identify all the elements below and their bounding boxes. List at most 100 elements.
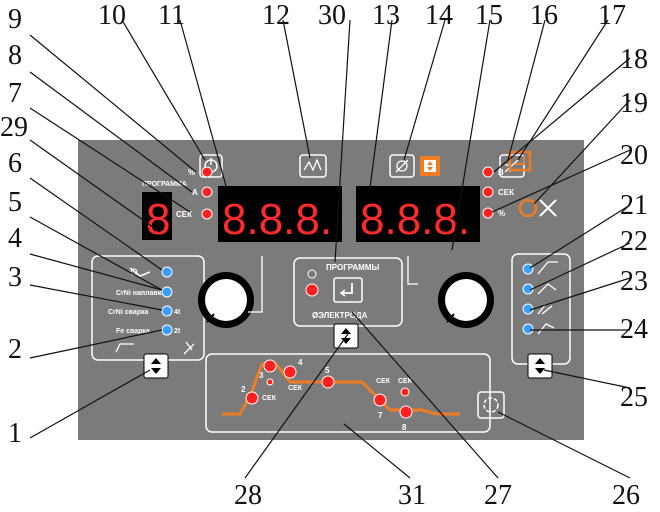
mode-crni-welding: CrNi сварка — [108, 309, 149, 316]
unit-percent-right: % — [498, 209, 505, 218]
callout-1: 1 — [8, 418, 22, 449]
led-mode-1 — [161, 266, 173, 278]
callout-6: 6 — [8, 148, 22, 179]
right-control-knob[interactable] — [438, 272, 494, 328]
trigger-2t: 2t — [174, 328, 181, 335]
led-right-4 — [522, 323, 534, 335]
callout-21: 21 — [620, 190, 648, 221]
trigger-shape-icon — [115, 343, 134, 353]
led-programs — [305, 283, 319, 297]
callout-5: 5 — [8, 187, 22, 218]
callout-7: 7 — [8, 78, 22, 109]
seq-sec-4: СЕК — [398, 378, 413, 385]
callout-23: 23 — [620, 266, 648, 297]
mode-double-pulse-icon — [537, 283, 557, 295]
callout-11: 11 — [158, 0, 185, 31]
seq-label-2: 2 — [241, 385, 246, 394]
up-down-indicator — [420, 156, 440, 176]
callout-28: 28 — [234, 480, 262, 511]
callout-26: 26 — [612, 480, 640, 511]
led-mode-2 — [161, 286, 173, 298]
callout-9: 9 — [8, 4, 22, 35]
led-sec-right — [482, 186, 494, 198]
unit-sec-left: СЕК — [176, 210, 192, 219]
callout-25: 25 — [620, 382, 648, 413]
seq-sec-1: СЕК — [262, 395, 277, 402]
seq-label-7: 7 — [378, 411, 383, 420]
mode-fe-welding: Fe сварка — [116, 328, 150, 335]
program-label: ПРОГРАММА — [142, 181, 187, 188]
seq-sec-led-1 — [266, 378, 274, 386]
program-display — [142, 192, 172, 240]
callout-29: 29 — [0, 112, 28, 143]
mode-electrode-icon — [537, 323, 555, 335]
unit-volt: B — [498, 168, 504, 177]
left-display-value: 8.8.8. — [222, 195, 332, 244]
left-knob-bracket — [248, 256, 263, 313]
right-display-value: 8.8.8. — [360, 195, 470, 244]
led-volt — [482, 166, 494, 178]
callout-19: 19 — [620, 88, 648, 119]
unit-sec-right: СЕК — [498, 188, 514, 197]
callout-16: 16 — [530, 0, 558, 31]
enter-indicator — [508, 150, 532, 172]
callout-2: 2 — [8, 334, 22, 365]
led-right-1 — [522, 263, 534, 275]
enter-button[interactable] — [333, 277, 363, 303]
callout-18: 18 — [620, 44, 648, 75]
mode-select-button[interactable] — [143, 353, 169, 379]
right-display — [356, 186, 480, 242]
callout-20: 20 — [620, 140, 648, 171]
callout-30: 30 — [318, 0, 346, 31]
leader-lines — [29, 19, 631, 479]
right-knob-bracket — [407, 256, 418, 285]
seq-sec-2: СЕК — [288, 385, 303, 392]
callout-14: 14 — [425, 0, 453, 31]
callout-31: 31 — [398, 480, 426, 511]
led-sec-left — [201, 208, 213, 220]
callout-4: 4 — [8, 223, 22, 254]
diameter-button[interactable] — [389, 154, 415, 178]
seq-point-3 — [263, 359, 277, 373]
callout-22: 22 — [620, 226, 648, 257]
seq-label-3: 3 — [259, 371, 264, 380]
mode-crni-cladding: CrNi наплавка — [116, 290, 165, 297]
seq-point-7 — [373, 393, 387, 407]
mode-pulse-icon — [537, 261, 558, 275]
seq-sec-3: СЕК — [376, 378, 391, 385]
seq-label-8: 8 — [402, 423, 407, 432]
trigger-4t: 4t — [174, 309, 181, 316]
led-amp — [201, 186, 213, 198]
sequence-group — [205, 353, 491, 433]
status-ring-icon — [518, 198, 538, 218]
callout-12: 12 — [262, 0, 290, 31]
led-mode-4 — [161, 324, 173, 336]
led-mode-3 — [161, 305, 173, 317]
left-control-knob[interactable] — [198, 272, 254, 328]
seq-label-5: 5 — [325, 366, 330, 375]
callout-10: 10 — [98, 0, 126, 31]
led-percent-right — [482, 207, 494, 219]
callout-17: 17 — [598, 0, 626, 31]
tools-icon — [539, 199, 557, 217]
programs-label: ПРОГРАММЫ — [326, 263, 379, 272]
callout-3: 3 — [8, 262, 22, 293]
arc-mode-button[interactable] — [299, 154, 327, 178]
seq-label-4: 4 — [298, 358, 303, 367]
program-digit: 8 — [146, 195, 170, 244]
callout-8: 8 — [8, 40, 22, 71]
unit-amp: A — [192, 188, 198, 197]
right-mode-select-button[interactable] — [527, 353, 553, 379]
unit-percent-left: % — [188, 168, 195, 177]
seq-point-5 — [321, 375, 335, 389]
callout-15: 15 — [475, 0, 503, 31]
callout-27: 27 — [484, 480, 512, 511]
seq-point-4 — [283, 365, 297, 379]
programs-power-icon — [307, 269, 317, 279]
cycle-button[interactable] — [477, 391, 505, 419]
left-display — [218, 186, 342, 242]
sequence-curve — [222, 362, 460, 416]
electrode-label: ØЭЛЕКТРОДА — [312, 311, 368, 320]
